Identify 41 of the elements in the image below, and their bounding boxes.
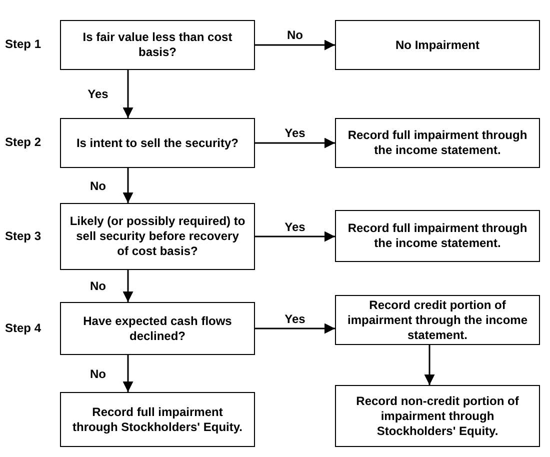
step-label: Step 4 — [5, 320, 42, 334]
arrow — [255, 323, 335, 334]
box-text: Record non-credit portion of impairment through Stockholders' Equity. — [355, 394, 520, 438]
edge-label: No — [285, 28, 305, 42]
arrow — [255, 138, 335, 148]
box-text: Likely (or possibly required) to sell security before recovery of cost basis? — [69, 214, 246, 259]
box-text: No Impairment — [395, 38, 480, 52]
process-box — [335, 295, 540, 345]
process-box — [60, 20, 255, 70]
box-text: Have expected cash flows declined? — [82, 314, 233, 344]
box-text: Record credit portion of impairment through the income statement. — [346, 298, 528, 342]
arrow — [122, 355, 134, 392]
box-text: Is fair value less than cost basis? — [82, 30, 234, 60]
arrow — [255, 231, 335, 242]
arrow — [122, 270, 134, 302]
process-box — [335, 210, 540, 262]
step-label: Step 1 — [5, 37, 42, 51]
edge-label: Yes — [282, 220, 308, 234]
process-box — [335, 20, 540, 70]
box-text: Is intent to sell the security? — [76, 136, 239, 150]
arrow — [255, 40, 335, 50]
process-box — [60, 203, 255, 270]
arrow — [122, 70, 134, 118]
arrow — [122, 168, 134, 203]
process-box — [335, 385, 540, 447]
box-text: Record full impairment through the income statement. — [346, 221, 528, 251]
step-label: Step 3 — [5, 228, 42, 242]
edge-label: No — [88, 366, 108, 380]
arrow — [424, 345, 435, 385]
edge-label: No — [88, 178, 108, 192]
edge-label: Yes — [282, 126, 308, 140]
step-label: Step 2 — [5, 135, 42, 149]
box-text: Record full impairment through Stockholders' Equity. — [72, 404, 244, 434]
process-box — [60, 392, 255, 447]
edge-label: No — [88, 279, 108, 293]
edge-label: Yes — [86, 87, 110, 101]
process-box — [335, 118, 540, 168]
edge-label: Yes — [282, 312, 308, 326]
process-box — [60, 302, 255, 355]
box-text: Record full impairment through the income statement. — [346, 128, 528, 158]
process-box — [60, 118, 255, 168]
